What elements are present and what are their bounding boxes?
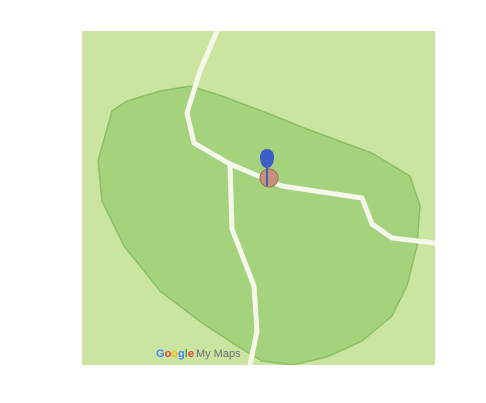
map-canvas[interactable]	[82, 31, 435, 365]
watermark-letter-g2: g	[178, 348, 185, 360]
watermark-letter-o1: o	[164, 348, 172, 360]
watermark-letter-e: e	[187, 348, 194, 360]
road-south	[227, 161, 260, 365]
map-pin-icon[interactable]	[260, 149, 274, 186]
map-marker[interactable]	[259, 149, 279, 188]
watermark-letter-o2: o	[171, 348, 179, 360]
watermark-letter-l: l	[184, 348, 188, 360]
road-north	[184, 31, 233, 167]
watermark-letter-g: G	[156, 348, 165, 360]
highlighted-area[interactable]	[97, 85, 421, 365]
watermark-product: My Maps	[195, 348, 241, 360]
location-dot-icon	[259, 168, 279, 188]
